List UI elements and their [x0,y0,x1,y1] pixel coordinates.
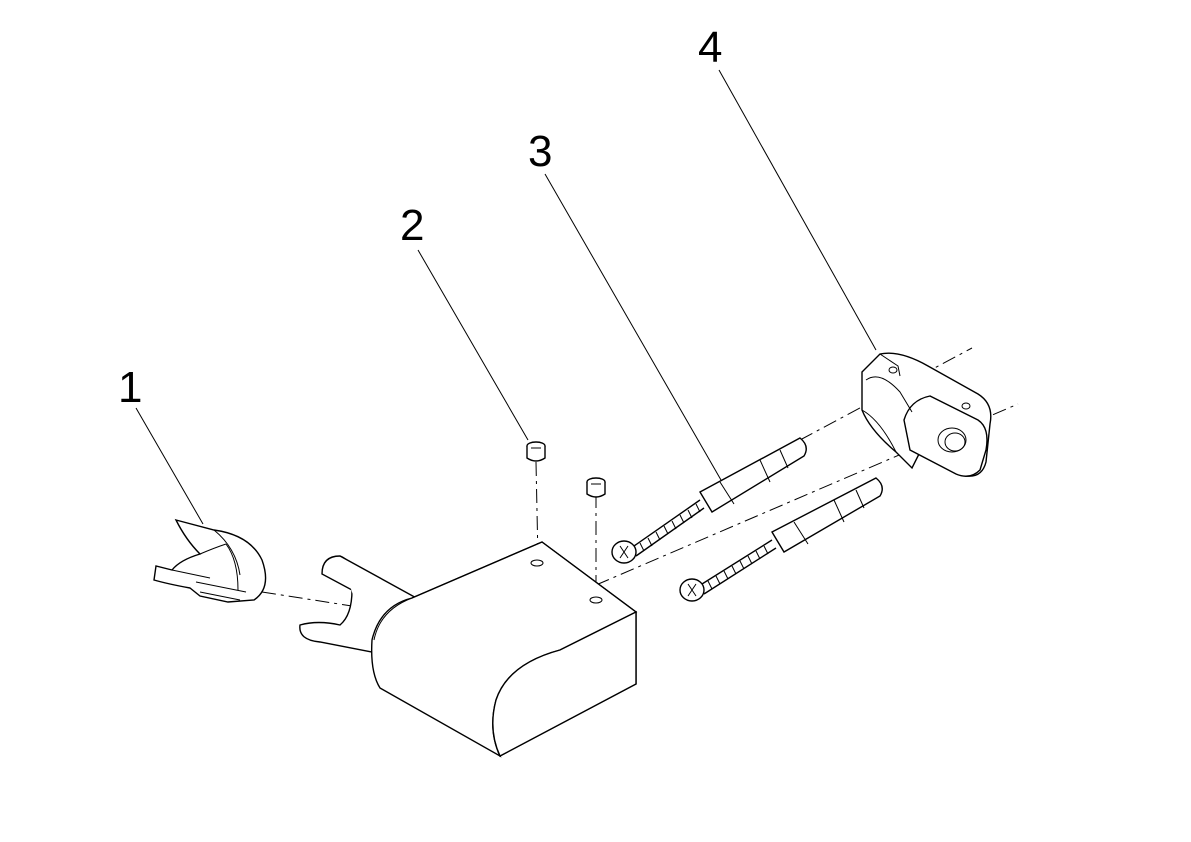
part-1-clip-sleeve [153,518,267,603]
leader-lines [135,69,877,525]
holder-body [299,541,638,758]
part-4-wall-bracket [861,352,992,477]
callout-1: 1 [118,363,142,412]
callout-2: 2 [400,201,424,250]
part-2-set-screws [526,441,606,498]
part-3-screws-and-plugs [611,437,883,602]
callout-4: 4 [698,23,722,72]
callout-3: 3 [528,127,552,176]
